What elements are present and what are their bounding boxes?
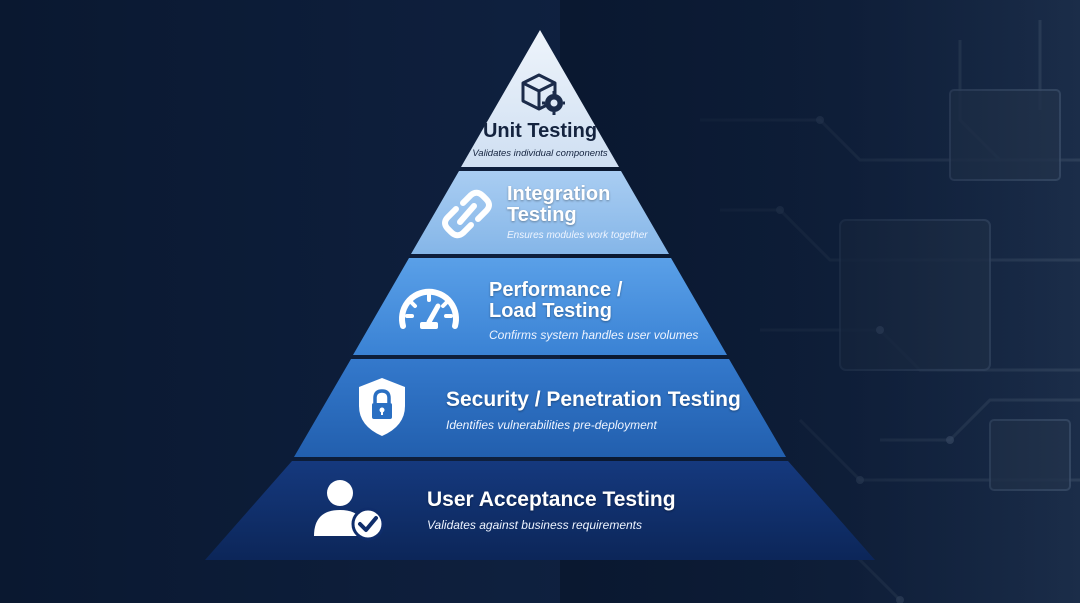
tier-4-description: Identifies vulnerabilities pre-deploymen… bbox=[446, 418, 657, 433]
tier-2-text: Integration Testing Ensures modules work… bbox=[507, 183, 677, 242]
tier-3-text: Performance / Load Testing Confirms syst… bbox=[489, 279, 719, 343]
tier-5-text: User Acceptance Testing Validates agains… bbox=[427, 488, 727, 533]
tier-1-text: Unit Testing Validates individual compon… bbox=[460, 120, 620, 160]
cube-gear-icon bbox=[519, 72, 565, 116]
tier-3-description: Confirms system handles user volumes bbox=[489, 328, 699, 342]
tier-5-description: Validates against business requirements bbox=[427, 518, 643, 533]
speedometer-icon bbox=[396, 284, 462, 332]
tier-2-description: Ensures modules work together bbox=[507, 230, 648, 241]
chain-link-icon bbox=[441, 189, 493, 239]
tier-2-title-line-1: Integration bbox=[507, 183, 611, 205]
tier-3-title-line-2: Load Testing bbox=[489, 300, 612, 322]
tier-3-title-line-1: Performance / bbox=[489, 279, 623, 301]
tier-1-title: Unit Testing bbox=[482, 120, 598, 142]
tier-4-title: Security / Penetration Testing bbox=[446, 388, 741, 411]
pyramid-tier-4 bbox=[294, 359, 786, 457]
pyramid-tier-3 bbox=[353, 258, 727, 355]
shield-lock-icon bbox=[356, 376, 408, 438]
tier-5-title: User Acceptance Testing bbox=[427, 488, 676, 511]
tier-2-title-line-2: Testing bbox=[507, 204, 577, 226]
tier-1-description: Validates individual components bbox=[472, 148, 608, 159]
tier-4-text: Security / Penetration Testing Identifie… bbox=[446, 388, 766, 433]
user-check-icon bbox=[312, 478, 388, 544]
